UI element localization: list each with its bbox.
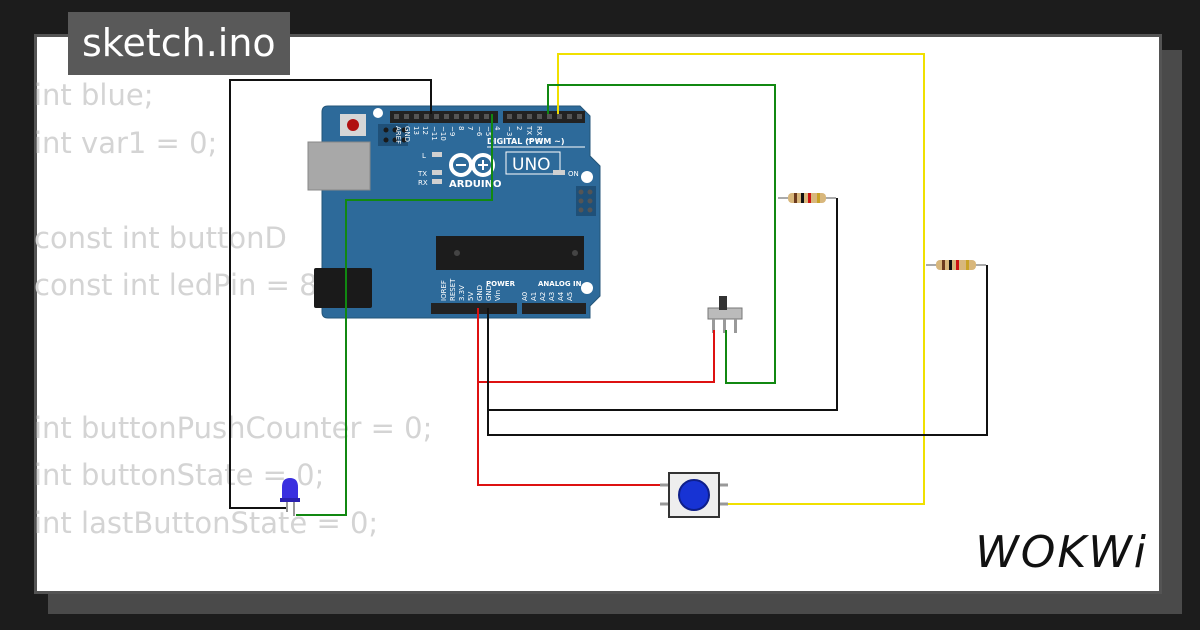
code-line: const int buttonD: [34, 220, 287, 255]
microcontroller-chip: [436, 236, 584, 270]
power-header: [431, 303, 517, 314]
resistor-2[interactable]: [926, 260, 986, 270]
pin-label: 13: [412, 126, 420, 135]
pin-label: ~9: [448, 126, 456, 136]
pin-label: 5V: [467, 292, 475, 301]
wire-black-resistor-2: [487, 265, 988, 436]
pin-label: A0: [521, 292, 529, 301]
pin-label: A5: [566, 292, 574, 301]
wire-yellow-button: [557, 53, 925, 505]
digital-label: DIGITAL (PWM ~): [487, 137, 565, 146]
board-model: UNO: [512, 155, 551, 175]
code-line: int lastButtonState = 0;: [34, 505, 379, 540]
pin-label: ~3: [505, 126, 513, 136]
top-header-right: [503, 111, 585, 123]
pin-label: A3: [548, 292, 556, 301]
arduino-logo-text: ARDUINO: [449, 179, 501, 190]
slide-switch[interactable]: [707, 296, 743, 333]
led-label-tx: TX: [417, 170, 427, 178]
pin-label: 7: [466, 126, 474, 130]
pin-label: ~5: [484, 126, 492, 136]
pin-label: TX 1: [525, 125, 533, 142]
led-label-rx: RX: [418, 179, 428, 187]
code-line: int blue;: [34, 78, 154, 112]
pin-label: GND: [476, 285, 484, 301]
on-label: ON: [568, 170, 579, 178]
pin-label: IOREF: [440, 280, 448, 301]
pin-label: RX 0: [535, 126, 543, 142]
wokwi-logo: WOKWi: [975, 527, 1148, 578]
pin-label: AREF: [394, 126, 402, 144]
wire-black-gnd-led: [229, 79, 432, 509]
pin-label: 8: [457, 126, 465, 130]
pin-label: ~11: [430, 126, 438, 141]
pin-label: A2: [539, 292, 547, 301]
resistor-1[interactable]: [778, 193, 836, 203]
usb-connector: [307, 141, 371, 191]
file-tab: sketch.ino: [68, 12, 290, 75]
pin-label: 4: [493, 126, 501, 131]
pin-label: RESET: [449, 278, 457, 301]
wire-red-button: [477, 308, 664, 486]
pin-label: GND: [485, 285, 493, 301]
pushbutton[interactable]: [660, 472, 728, 518]
code-background: int blue; int var1 = 0; const int buttonD c…: [34, 72, 432, 547]
pin-label: A4: [557, 291, 565, 301]
wire-green-led: [296, 114, 493, 516]
power-label: POWER: [486, 280, 516, 288]
analog-label: ANALOG IN: [538, 280, 582, 288]
pin-label: 3.3V: [458, 285, 466, 301]
led-label-l: L: [422, 152, 426, 160]
wire-red-switch: [477, 308, 715, 383]
preview-card: [34, 34, 1162, 594]
wire-green-switch: [547, 84, 776, 384]
pin-label: 12: [421, 126, 429, 135]
pin-label: Vin: [494, 290, 502, 301]
code-line: int buttonPushCounter = 0;: [34, 410, 433, 445]
pin-label: ~10: [439, 126, 447, 141]
code-line: const int ledPin = 8;: [34, 268, 328, 302]
pin-label: ~6: [475, 126, 483, 137]
analog-header: [522, 303, 586, 314]
code-line: int var1 = 0;: [34, 125, 218, 160]
pin-label: 2: [515, 126, 523, 130]
pin-label: A1: [530, 292, 538, 301]
blue-led[interactable]: [280, 478, 300, 516]
power-jack: [314, 268, 372, 308]
pin-label: GND: [403, 126, 411, 142]
